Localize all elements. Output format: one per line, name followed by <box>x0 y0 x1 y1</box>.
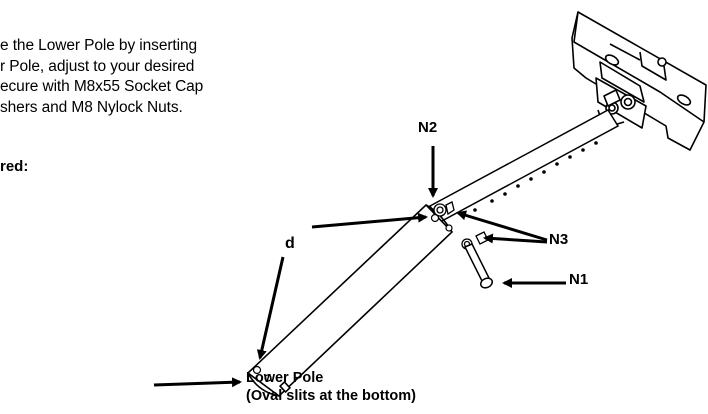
lower-pole <box>246 203 454 398</box>
lower-pole-title: Lower Pole <box>246 370 324 386</box>
required-label: red: <box>0 158 29 175</box>
lower-pole-label: Lower Pole (Oval slits at the bottom) <box>246 369 416 405</box>
arrow-lower-pole <box>153 377 242 388</box>
upper-pole-holes <box>473 141 598 212</box>
lower-pole-holes <box>252 213 453 382</box>
instruction-line: r Pole, adjust to your desired <box>0 57 195 75</box>
instruction-line: shers and M8 Nylock Nuts. <box>0 98 183 116</box>
callout-n3: N3 <box>549 231 569 248</box>
socket-cap-screw <box>463 243 494 289</box>
callout-arrows <box>153 146 566 388</box>
ceiling-bracket <box>571 11 707 151</box>
upper-pole <box>428 109 620 223</box>
callout-n1: N1 <box>569 271 589 288</box>
instruction-line: e the Lower Pole by inserting <box>0 37 197 54</box>
arrow-d-upper <box>311 212 428 229</box>
assembly-instructions: e the Lower Pole by inserting r Pole, ad… <box>0 36 300 118</box>
arrow-n3-upper <box>456 210 548 242</box>
callout-d: d <box>285 235 295 252</box>
instruction-line: ecure with M8x55 Socket Cap <box>0 78 204 95</box>
callout-n2: N2 <box>418 119 438 136</box>
arrow-d-lower <box>256 256 285 360</box>
arrow-n3-lower <box>483 233 548 244</box>
lower-pole-note: (Oval slits at the bottom) <box>246 388 416 404</box>
